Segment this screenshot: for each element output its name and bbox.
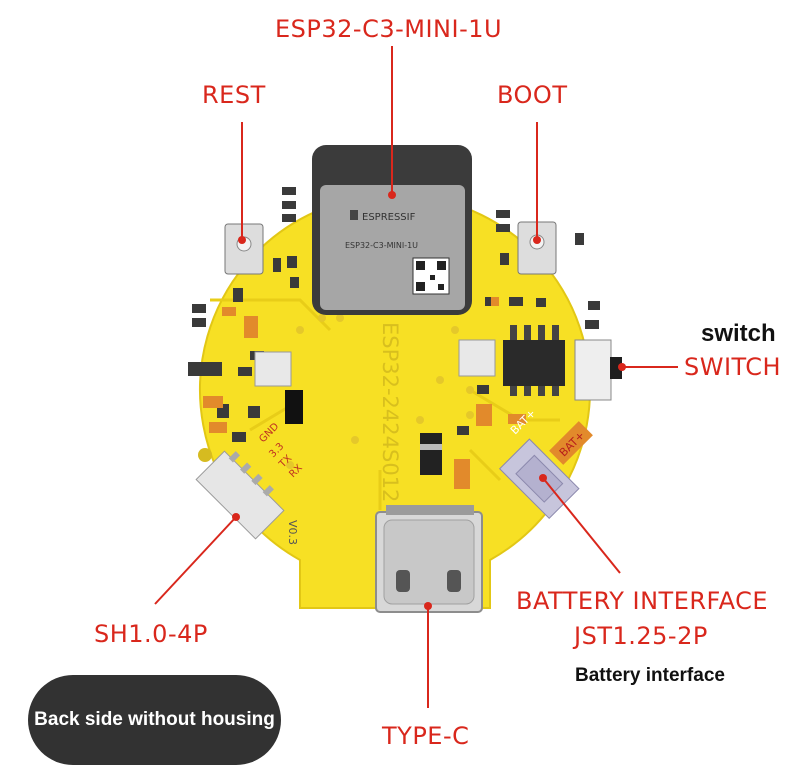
power-ic (503, 325, 565, 396)
leader-lines (154, 46, 678, 708)
leader-battery (542, 477, 621, 574)
smd-components (188, 187, 600, 442)
inductor-right (458, 339, 496, 377)
board-id-silkscreen: ESP32-2424S012 (378, 322, 402, 502)
battery-interface-label: BATTERY INTERFACE (516, 587, 769, 615)
rst-button (224, 223, 264, 275)
version-silkscreen: V0.3 (286, 520, 299, 545)
diode-center (420, 433, 442, 475)
switch-label: SWITCH (684, 353, 782, 381)
rest-label: REST (202, 81, 266, 109)
battery-interface-label-en: Battery interface (575, 665, 725, 686)
battery-jst-label: JST1.25-2P (574, 622, 708, 650)
diode-left (285, 390, 303, 424)
orange-components (203, 297, 526, 489)
leader-dots (232, 191, 626, 610)
typec-port (375, 505, 483, 613)
inductor-left (254, 351, 292, 387)
sh-connector (195, 450, 285, 540)
boot-label: BOOT (497, 81, 568, 109)
module-brand-text: ESPRESSIF (362, 212, 416, 223)
rst-silkscreen: RST (203, 241, 223, 266)
switch-label-en: switch (701, 320, 776, 347)
slide-switch (574, 339, 622, 401)
sh-connector-label: SH1.0-4P (94, 620, 208, 648)
module-model-text: ESP32-C3-MINI-1U (345, 241, 418, 250)
module-label: ESP32-C3-MINI-1U (275, 15, 503, 43)
pcb-vias (198, 314, 474, 469)
esp32-module: ESPRESSIF ESP32-C3-MINI-1U (312, 145, 472, 315)
back-side-badge: Back side without housing (28, 675, 281, 765)
typec-label: TYPE-C (382, 722, 470, 750)
leader-sh (154, 516, 237, 605)
